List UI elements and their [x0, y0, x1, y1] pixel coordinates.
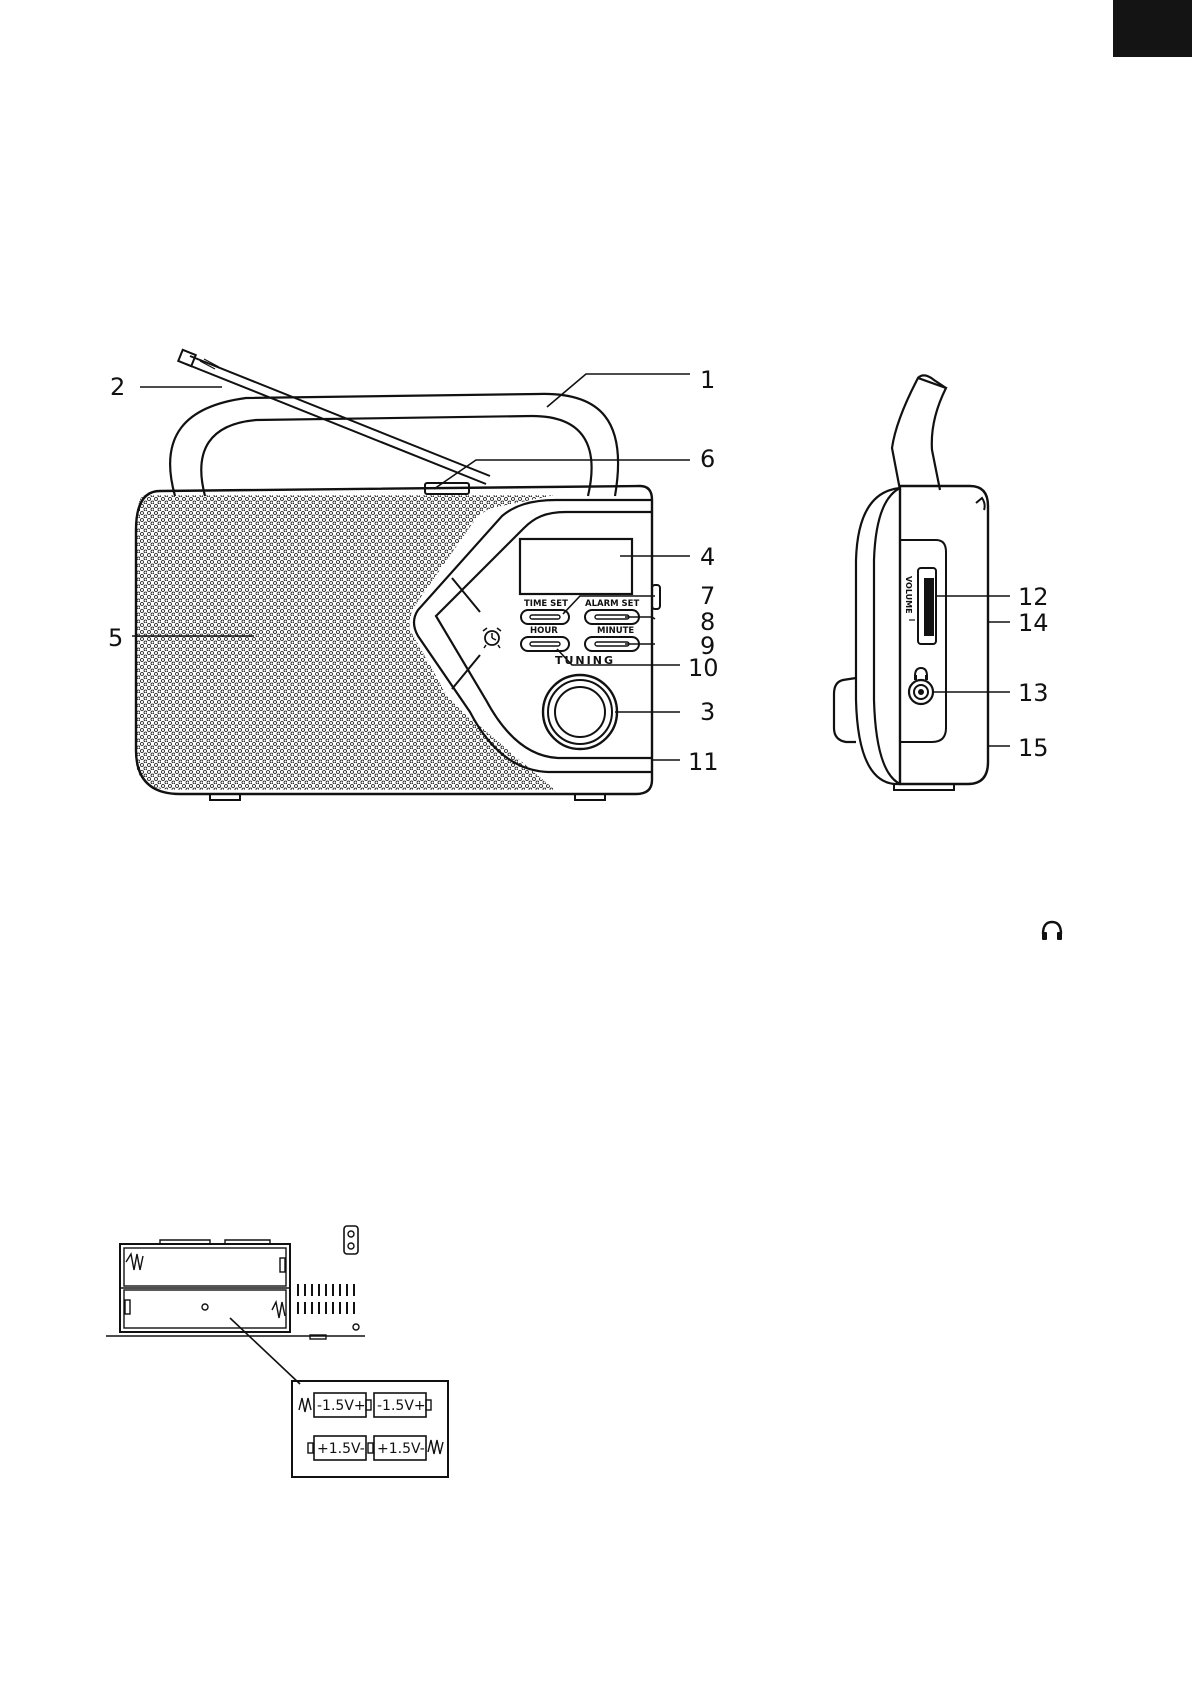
callout-3: 3 [700, 698, 715, 726]
headphone-jack[interactable] [909, 680, 933, 704]
battery-spring-icon [126, 1254, 143, 1270]
battery-top-left: -1.5V+ [317, 1398, 366, 1414]
time-set-button[interactable]: TIME SET [521, 599, 569, 624]
minute-button[interactable]: MINUTE [585, 626, 639, 651]
leader-lines-side [933, 596, 1010, 746]
minute-label: MINUTE [597, 626, 634, 636]
battery-orientation-inset: -1.5V+ -1.5V+ +1.5V- +1.5V- [292, 1381, 448, 1477]
callout-4: 4 [700, 543, 715, 571]
callout-10: 10 [688, 654, 719, 682]
battery-bottom-right: +1.5V- [377, 1441, 425, 1457]
callout-7: 7 [700, 582, 715, 610]
volume-label: VOLUME [904, 576, 913, 614]
volume-wheel[interactable] [918, 568, 936, 644]
callout-6: 6 [700, 445, 715, 473]
alarm-set-label: ALARM SET [585, 599, 639, 609]
battery-bottom-left: +1.5V- [317, 1441, 365, 1457]
speaker-grille [136, 490, 566, 795]
callout-14: 14 [1018, 609, 1049, 637]
radio-front-view: TIME SET ALARM SET HOUR MINUTE TUNING [136, 350, 660, 800]
headphone-icon [914, 668, 928, 680]
lcd-display [520, 539, 632, 594]
headphone-icon [1042, 922, 1062, 940]
radio-side-view: VOLUME [834, 375, 988, 790]
alarm-clock-icon [483, 628, 501, 648]
callout-2: 2 [110, 373, 125, 401]
alarm-set-button[interactable]: ALARM SET [585, 599, 639, 624]
callout-13: 13 [1018, 679, 1049, 707]
callout-15: 15 [1018, 734, 1049, 762]
callout-5: 5 [108, 624, 123, 652]
callout-12: 12 [1018, 583, 1049, 611]
battery-top-right: -1.5V+ [377, 1398, 426, 1414]
carry-handle [170, 394, 618, 496]
battery-compartment [106, 1226, 365, 1384]
power-socket-icon [344, 1226, 358, 1254]
callout-1: 1 [700, 366, 715, 394]
tuning-knob[interactable] [543, 675, 617, 749]
side-body [900, 486, 988, 784]
corner-tab [1113, 0, 1192, 57]
hour-button[interactable]: HOUR [521, 626, 569, 651]
hour-label: HOUR [530, 626, 558, 636]
time-set-label: TIME SET [524, 599, 568, 609]
callout-11: 11 [688, 748, 719, 776]
